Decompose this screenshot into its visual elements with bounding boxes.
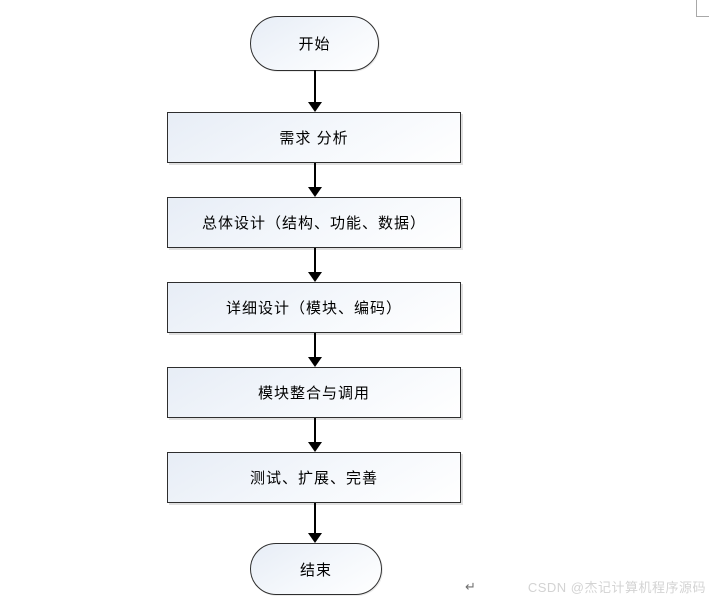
flow-arrow-5 (307, 418, 323, 452)
start-node-label: 开始 (298, 36, 331, 53)
arrow-line (314, 418, 316, 443)
arrow-down-icon (308, 102, 322, 112)
step-label: 详细设计（模块、编码） (225, 300, 402, 317)
arrow-line (314, 248, 316, 273)
arrow-down-icon (308, 533, 322, 543)
flowchart-step-detailed-design: 详细设计（模块、编码） (167, 282, 461, 333)
flow-arrow-1 (307, 70, 323, 112)
arrow-line (314, 70, 316, 103)
end-node-label: 结束 (299, 561, 332, 579)
arrow-down-icon (308, 357, 322, 367)
flow-arrow-2 (307, 163, 323, 197)
csdn-watermark: CSDN @杰记计算机程序源码 (527, 580, 706, 595)
step-label: 模块整合与调用 (257, 385, 370, 402)
flow-arrow-4 (307, 333, 323, 367)
flow-arrow-3 (307, 248, 323, 282)
flowchart-step-requirements: 需求 分析 (167, 112, 461, 163)
flowchart-step-overall-design: 总体设计（结构、功能、数据） (167, 197, 461, 248)
table-corner-mark (696, 0, 709, 17)
step-label: 测试、扩展、完善 (249, 470, 378, 487)
step-label: 总体设计（结构、功能、数据） (201, 215, 426, 232)
flowchart-start-node: 开始 (250, 16, 379, 71)
arrow-line (314, 163, 316, 188)
flowchart-step-module-integration: 模块整合与调用 (167, 367, 461, 418)
step-label: 需求 分析 (279, 130, 349, 147)
arrow-down-icon (308, 442, 322, 452)
arrow-line (314, 503, 316, 534)
flow-arrow-6 (307, 503, 323, 543)
flowchart-step-testing: 测试、扩展、完善 (167, 452, 461, 503)
arrow-down-icon (308, 272, 322, 282)
arrow-line (314, 333, 316, 358)
arrow-down-icon (308, 187, 322, 197)
line-break-mark: ↵ (465, 579, 476, 594)
flowchart-end-node: 结束 (250, 543, 382, 595)
